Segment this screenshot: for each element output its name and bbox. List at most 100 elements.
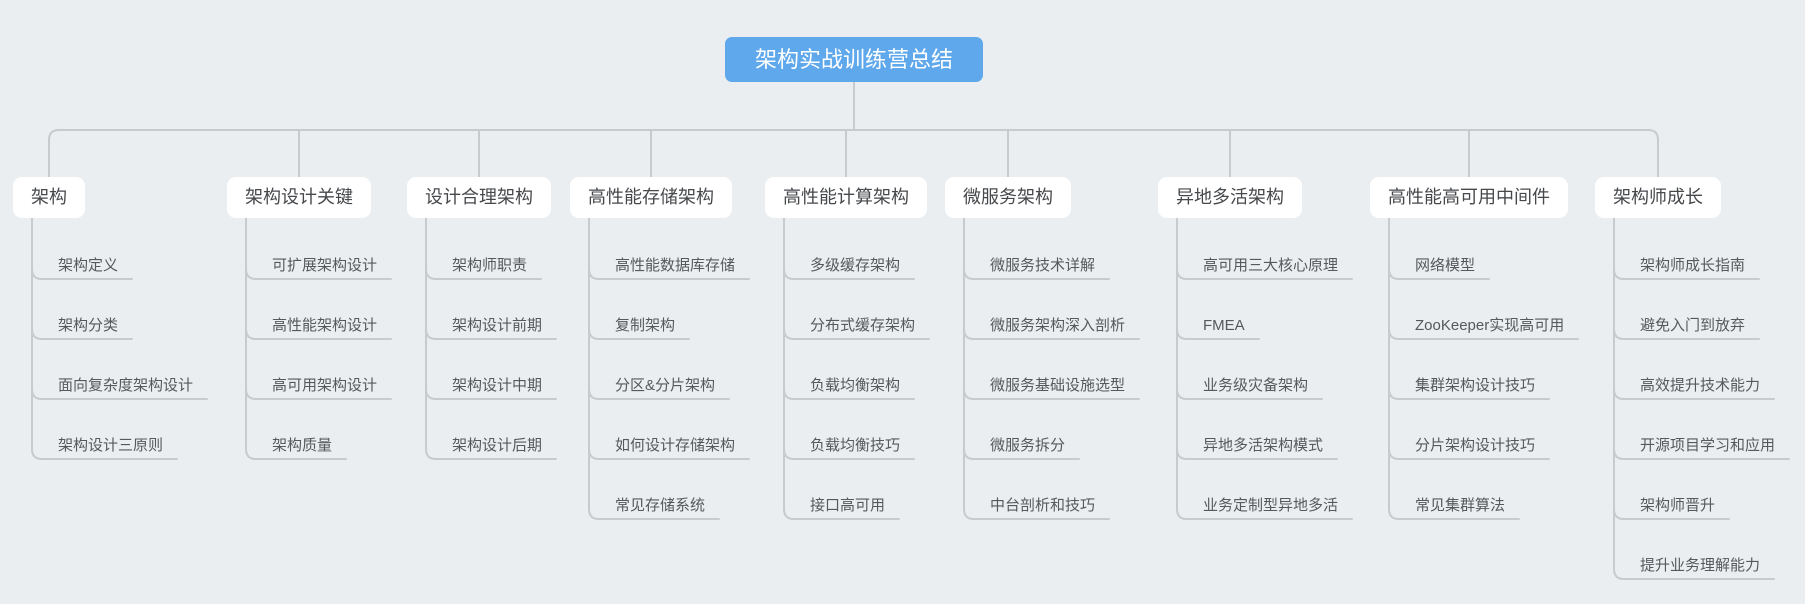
- branch-node-label: 高性能存储架构: [588, 187, 714, 207]
- branch-node[interactable]: 架构师成长: [1595, 177, 1721, 218]
- child-node[interactable]: 架构师职责: [452, 255, 527, 276]
- child-node-label: 分布式缓存架构: [810, 317, 916, 334]
- child-node-label: 架构定义: [58, 257, 119, 274]
- child-node-label: 架构质量: [272, 437, 333, 454]
- child-node-label: 分区&分片架构: [615, 377, 716, 394]
- child-node-label: 负载均衡技巧: [810, 437, 901, 454]
- branch-node-label: 架构设计关键: [245, 187, 353, 207]
- child-node[interactable]: 集群架构设计技巧: [1415, 375, 1535, 396]
- child-node-label: 接口高可用: [810, 497, 886, 514]
- child-node[interactable]: 架构师成长指南: [1640, 255, 1745, 276]
- child-node[interactable]: 架构定义: [58, 255, 118, 276]
- child-node[interactable]: 架构设计中期: [452, 375, 542, 396]
- child-node[interactable]: 接口高可用: [810, 495, 885, 516]
- child-node-label: 架构设计后期: [452, 437, 543, 454]
- child-node[interactable]: 架构质量: [272, 435, 332, 456]
- child-node[interactable]: 中台剖析和技巧: [990, 495, 1095, 516]
- child-node[interactable]: 如何设计存储架构: [615, 435, 735, 456]
- child-node-label: 微服务拆分: [990, 437, 1066, 454]
- child-node[interactable]: 负载均衡技巧: [810, 435, 900, 456]
- child-node[interactable]: 微服务技术详解: [990, 255, 1095, 276]
- child-node[interactable]: 高性能数据库存储: [615, 255, 735, 276]
- root-node[interactable]: 架构实战训练营总结: [725, 37, 984, 82]
- branch-node[interactable]: 微服务架构: [945, 177, 1071, 218]
- child-node-label: 高可用三大核心原理: [1203, 257, 1339, 274]
- child-node[interactable]: 开源项目学习和应用: [1640, 435, 1775, 456]
- child-node[interactable]: 常见存储系统: [615, 495, 705, 516]
- child-node-label: 架构师职责: [452, 257, 528, 274]
- child-node[interactable]: 负载均衡架构: [810, 375, 900, 396]
- child-node[interactable]: 可扩展架构设计: [272, 255, 377, 276]
- child-node[interactable]: 面向复杂度架构设计: [58, 375, 193, 396]
- branch-node[interactable]: 高性能存储架构: [570, 177, 732, 218]
- branch-node[interactable]: 高性能计算架构: [765, 177, 927, 218]
- child-node[interactable]: FMEA: [1203, 315, 1245, 336]
- child-node-label: 架构设计中期: [452, 377, 543, 394]
- child-node[interactable]: 提升业务理解能力: [1640, 555, 1760, 576]
- child-node[interactable]: 复制架构: [615, 315, 675, 336]
- branch-node[interactable]: 高性能高可用中间件: [1370, 177, 1568, 218]
- child-node[interactable]: 高可用三大核心原理: [1203, 255, 1338, 276]
- root-node-label: 架构实战训练营总结: [755, 47, 954, 72]
- child-node[interactable]: 业务级灾备架构: [1203, 375, 1308, 396]
- child-node[interactable]: 业务定制型异地多活: [1203, 495, 1338, 516]
- child-node-label: 常见存储系统: [615, 497, 706, 514]
- child-node[interactable]: 避免入门到放弃: [1640, 315, 1745, 336]
- child-node[interactable]: ZooKeeper实现高可用: [1415, 315, 1564, 336]
- branch-node-label: 微服务架构: [963, 187, 1053, 207]
- branch-node-label: 架构师成长: [1613, 187, 1703, 207]
- child-node[interactable]: 架构分类: [58, 315, 118, 336]
- child-node-label: 复制架构: [615, 317, 676, 334]
- child-node[interactable]: 网络模型: [1415, 255, 1475, 276]
- child-node-label: 微服务技术详解: [990, 257, 1096, 274]
- child-node-label: 架构设计前期: [452, 317, 543, 334]
- child-node-label: 高效提升技术能力: [1640, 377, 1761, 394]
- child-node[interactable]: 微服务拆分: [990, 435, 1065, 456]
- child-node[interactable]: 分布式缓存架构: [810, 315, 915, 336]
- child-node[interactable]: 分区&分片架构: [615, 375, 715, 396]
- child-node-label: 可扩展架构设计: [272, 257, 378, 274]
- branch-node[interactable]: 架构: [13, 177, 85, 218]
- child-node-label: FMEA: [1203, 317, 1245, 334]
- branch-node[interactable]: 异地多活架构: [1158, 177, 1302, 218]
- child-node-label: 架构分类: [58, 317, 119, 334]
- child-node-label: 异地多活架构模式: [1203, 437, 1324, 454]
- child-node-label: 开源项目学习和应用: [1640, 437, 1776, 454]
- child-node[interactable]: 高效提升技术能力: [1640, 375, 1760, 396]
- child-node-label: 高性能架构设计: [272, 317, 378, 334]
- branch-node[interactable]: 架构设计关键: [227, 177, 371, 218]
- child-node[interactable]: 异地多活架构模式: [1203, 435, 1323, 456]
- child-node-label: 提升业务理解能力: [1640, 557, 1761, 574]
- branch-node-label: 高性能计算架构: [783, 187, 909, 207]
- child-node[interactable]: 微服务基础设施选型: [990, 375, 1125, 396]
- child-node[interactable]: 多级缓存架构: [810, 255, 900, 276]
- child-node-label: 高可用架构设计: [272, 377, 378, 394]
- child-node-label: 多级缓存架构: [810, 257, 901, 274]
- child-node-label: 微服务基础设施选型: [990, 377, 1126, 394]
- child-node-label: 架构师成长指南: [1640, 257, 1746, 274]
- child-node-label: 中台剖析和技巧: [990, 497, 1096, 514]
- child-node[interactable]: 分片架构设计技巧: [1415, 435, 1535, 456]
- child-node-label: 负载均衡架构: [810, 377, 901, 394]
- child-node-label: 避免入门到放弃: [1640, 317, 1746, 334]
- child-node-label: 常见集群算法: [1415, 497, 1506, 514]
- child-node-label: 集群架构设计技巧: [1415, 377, 1536, 394]
- child-node-label: 架构设计三原则: [58, 437, 164, 454]
- child-node[interactable]: 常见集群算法: [1415, 495, 1505, 516]
- child-node[interactable]: 架构设计前期: [452, 315, 542, 336]
- child-node[interactable]: 高可用架构设计: [272, 375, 377, 396]
- branch-node-label: 异地多活架构: [1176, 187, 1284, 207]
- child-node-label: 业务定制型异地多活: [1203, 497, 1339, 514]
- child-node-label: ZooKeeper实现高可用: [1415, 317, 1565, 334]
- branch-node[interactable]: 设计合理架构: [407, 177, 551, 218]
- child-node[interactable]: 高性能架构设计: [272, 315, 377, 336]
- branch-node-label: 高性能高可用中间件: [1388, 187, 1550, 207]
- child-node[interactable]: 架构设计三原则: [58, 435, 163, 456]
- child-node[interactable]: 微服务架构深入剖析: [990, 315, 1125, 336]
- branch-node-label: 设计合理架构: [425, 187, 533, 207]
- child-node[interactable]: 架构设计后期: [452, 435, 542, 456]
- child-node[interactable]: 架构师晋升: [1640, 495, 1715, 516]
- child-node-label: 分片架构设计技巧: [1415, 437, 1536, 454]
